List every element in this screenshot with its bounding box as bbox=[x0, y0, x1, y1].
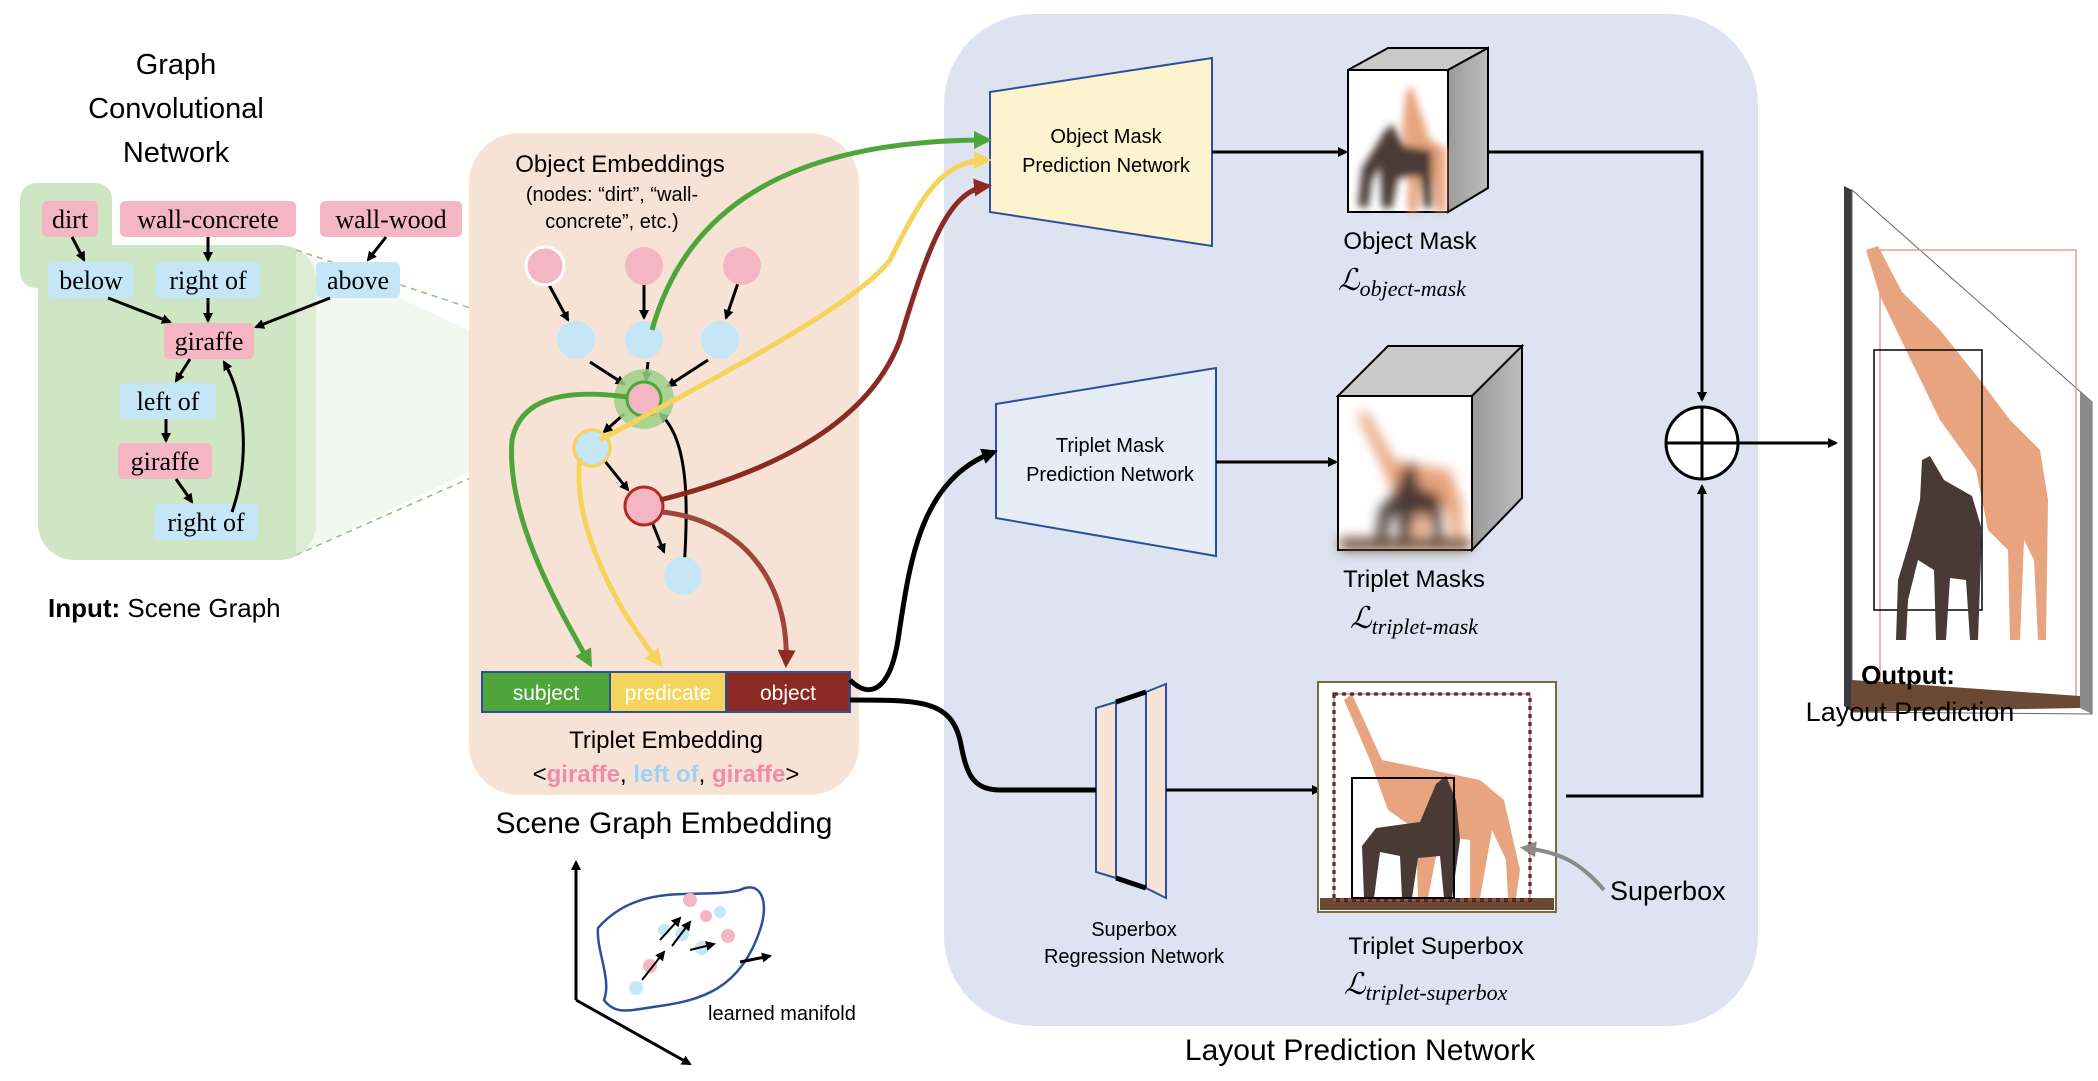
input-label: Input: Scene Graph bbox=[48, 593, 281, 623]
node-right-of-2: right of bbox=[154, 504, 258, 540]
gcn-edges bbox=[70, 236, 388, 513]
output-section: Output: Layout Prediction bbox=[1806, 186, 2093, 727]
embed-node-pink-3 bbox=[723, 247, 761, 285]
object-mask-title: Object Mask bbox=[1343, 228, 1477, 255]
triplet-mask-cube bbox=[1335, 343, 1525, 553]
embed-node-blue-3 bbox=[701, 321, 739, 359]
object-embeddings-title: Object Embeddings bbox=[515, 151, 724, 178]
object-mask-net-label-2: Prediction Network bbox=[1022, 155, 1191, 177]
object-embeddings-sub-1: (nodes: “dirt”, “wall- bbox=[526, 184, 698, 206]
projection-line-bottom bbox=[295, 411, 621, 556]
gcn-title-line-2: Convolutional bbox=[88, 93, 264, 125]
embed-node-pink-2 bbox=[625, 247, 663, 285]
layout-section: Object Mask Prediction Network Object Ma… bbox=[944, 14, 1838, 1067]
node-left-of: left of bbox=[120, 383, 216, 419]
gcn-title-line-3: Network bbox=[123, 137, 230, 169]
node-wall-concrete: wall-concrete bbox=[120, 201, 296, 237]
layout-section-title: Layout Prediction Network bbox=[1185, 1034, 1536, 1067]
triplet-embedding-bar: subject predicate object bbox=[481, 671, 851, 713]
triplet-mask-network bbox=[995, 366, 1217, 558]
svg-text:giraffe: giraffe bbox=[131, 447, 200, 476]
superbox-net-label-2: Regression Network bbox=[1044, 946, 1225, 968]
bar-object-label: object bbox=[760, 682, 816, 705]
svg-text:above: above bbox=[327, 266, 389, 295]
embed-node-blue-1 bbox=[557, 321, 595, 359]
svg-text:right of: right of bbox=[169, 266, 247, 295]
triplet-superbox-image bbox=[1317, 681, 1557, 913]
embed-node-blue-2 bbox=[625, 321, 663, 359]
svg-text:dirt: dirt bbox=[52, 205, 89, 234]
projection-cone bbox=[296, 250, 620, 555]
svg-text:right of: right of bbox=[167, 508, 245, 537]
output-layout-canvas bbox=[1844, 186, 2093, 715]
svg-text:wall-concrete: wall-concrete bbox=[137, 205, 278, 234]
triplet-superbox-loss: ℒtriplet-superbox bbox=[1344, 968, 1508, 1005]
triplet-superbox-title: Triplet Superbox bbox=[1348, 933, 1523, 960]
node-right-of-1: right of bbox=[156, 262, 260, 298]
node-wall-wood: wall-wood bbox=[320, 201, 462, 237]
output-label: Layout Prediction bbox=[1806, 697, 2015, 727]
object-flow-arrow bbox=[661, 509, 796, 668]
triplet-embedding-title: Triplet Embedding bbox=[569, 727, 763, 754]
triplet-masks-title: Triplet Masks bbox=[1343, 566, 1485, 593]
manifold-label: learned manifold bbox=[708, 1003, 856, 1025]
gcn-section: Graph Convolutional Network dirt wall-co… bbox=[20, 49, 621, 623]
embedding-graph bbox=[524, 245, 761, 595]
svg-text:left of: left of bbox=[137, 387, 200, 416]
flow-arrows bbox=[598, 131, 1096, 793]
node-below: below bbox=[48, 262, 134, 298]
object-mask-network bbox=[989, 56, 1213, 248]
embed-node-blue-4 bbox=[664, 557, 702, 595]
object-mask-net-label-1: Object Mask bbox=[1050, 126, 1162, 148]
svg-text:below: below bbox=[59, 266, 123, 295]
embed-node-object bbox=[623, 485, 665, 527]
triplet-masks-loss: ℒtriplet-mask bbox=[1350, 602, 1479, 639]
triplet-mask-net-label-1: Triplet Mask bbox=[1056, 435, 1165, 457]
predicate-flow-arrow bbox=[576, 457, 663, 668]
embedding-panel bbox=[469, 133, 859, 795]
object-embeddings-sub-2: concrete”, etc.) bbox=[545, 211, 678, 233]
subject-flow-arrow bbox=[509, 391, 629, 668]
bar-subject-label: subject bbox=[513, 682, 580, 705]
bar-predicate-label: predicate bbox=[625, 682, 711, 705]
embedding-section: Object Embeddings (nodes: “dirt”, “wall-… bbox=[469, 133, 859, 1066]
node-dirt: dirt bbox=[42, 201, 98, 237]
sum-icon bbox=[1664, 405, 1740, 481]
node-giraffe-2: giraffe bbox=[118, 443, 212, 479]
superbox-label: Superbox bbox=[1610, 876, 1726, 906]
triplet-embedding-example: <giraffe, left of, giraffe> bbox=[533, 761, 800, 788]
node-giraffe-1: giraffe bbox=[164, 323, 254, 359]
superbox-regression-network bbox=[1095, 682, 1167, 900]
output-label-bold: Output: bbox=[1861, 660, 1955, 690]
svg-text:wall-wood: wall-wood bbox=[335, 205, 446, 234]
svg-text:giraffe: giraffe bbox=[175, 327, 244, 356]
node-above: above bbox=[316, 262, 400, 298]
superbox-pointer-arrow bbox=[1520, 841, 1606, 892]
manifold-illustration: learned manifold bbox=[571, 860, 856, 1066]
triplet-mask-net-label-2: Prediction Network bbox=[1026, 464, 1195, 486]
scene-graph-embedding-title: Scene Graph Embedding bbox=[496, 807, 833, 840]
object-mask-loss: ℒobject-mask bbox=[1338, 264, 1467, 301]
superbox-net-label-1: Superbox bbox=[1091, 919, 1177, 941]
gcn-title-line-1: Graph bbox=[136, 49, 217, 81]
embed-node-pink-1 bbox=[524, 245, 566, 287]
object-mask-cube bbox=[1347, 46, 1489, 214]
